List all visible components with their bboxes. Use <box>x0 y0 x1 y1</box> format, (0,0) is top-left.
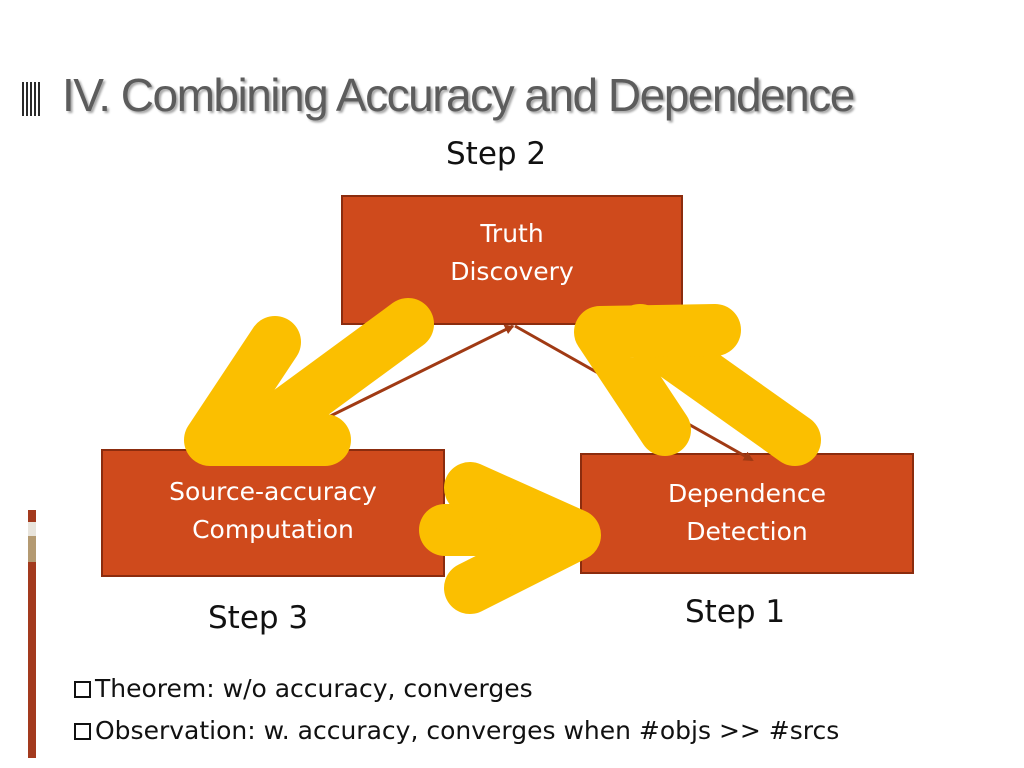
dependence-detection-box: Dependence Detection <box>580 453 914 574</box>
bullet-list: Theorem: w/o accuracy, converges Observa… <box>74 668 839 752</box>
vertical-bars-icon <box>22 82 40 116</box>
accent-bar-segment <box>28 536 36 562</box>
yellow-arrow-icon <box>419 462 601 614</box>
bullet-text: Observation: w. accuracy, converges when… <box>95 716 840 745</box>
step-3-label: Step 3 <box>208 600 309 636</box>
source-to-truth-link <box>305 324 515 430</box>
source-accuracy-line-2: Computation <box>192 514 354 544</box>
accent-bar-segment <box>28 522 36 536</box>
slide-title: IV. Combining Accuracy and Dependence <box>62 69 855 121</box>
yellow-arrow-icon <box>574 304 821 466</box>
yellow-arrow-icon <box>184 298 434 466</box>
step-2-label: Step 2 <box>446 136 547 172</box>
bullet-text: Theorem: w/o accuracy, converges <box>95 674 533 703</box>
dependence-detection-line-1: Dependence <box>668 479 826 508</box>
step-1-label: Step 1 <box>685 594 786 630</box>
square-bullet-icon <box>74 681 91 698</box>
square-bullet-icon <box>74 723 91 740</box>
source-accuracy-box: Source-accuracy Computation <box>101 449 445 577</box>
accent-bar-segment <box>28 510 36 522</box>
accent-bar <box>28 562 36 758</box>
dependence-detection-line-2: Detection <box>686 516 808 546</box>
truth-discovery-line-1: Truth <box>480 219 544 248</box>
source-accuracy-line-1: Source-accuracy <box>169 477 377 506</box>
bullet-item: Theorem: w/o accuracy, converges <box>74 668 839 710</box>
bullet-item: Observation: w. accuracy, converges when… <box>74 710 839 752</box>
truth-discovery-line-2: Discovery <box>450 256 574 286</box>
